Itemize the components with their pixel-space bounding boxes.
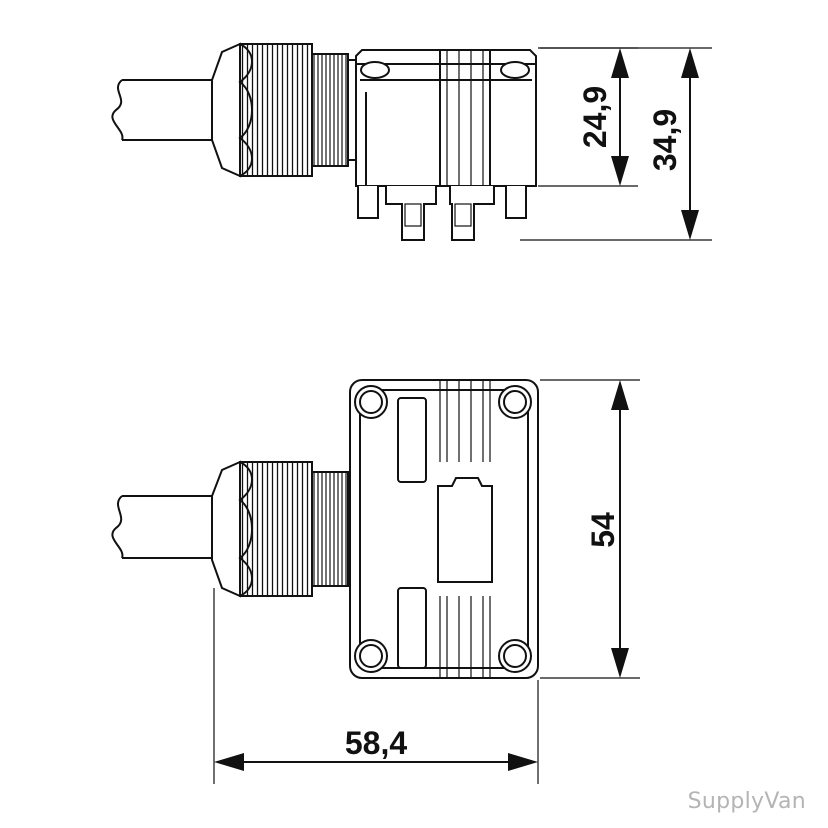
dimension-label-54: 54	[585, 512, 621, 548]
top-housing	[349, 379, 539, 679]
side-contact-pins	[357, 186, 527, 241]
side-housing	[355, 49, 537, 187]
side-view: 24,9 34,9	[111, 42, 712, 241]
dimension-58-4: 58,4	[213, 588, 539, 784]
dimension-24-9: 24,9	[538, 47, 638, 187]
side-cable	[111, 79, 215, 141]
side-cable-gland	[211, 42, 357, 178]
watermark: SupplyVan	[687, 789, 806, 814]
top-cable-gland	[211, 460, 357, 598]
dimension-34-9: 34,9	[520, 47, 712, 241]
dimension-label-24-9: 24,9	[577, 86, 613, 148]
dimension-label-58-4: 58,4	[345, 725, 407, 761]
top-cable	[111, 495, 215, 559]
top-view: 54 58,4	[111, 379, 640, 784]
dimension-54: 54	[540, 379, 640, 679]
dimension-label-34-9: 34,9	[647, 109, 683, 171]
